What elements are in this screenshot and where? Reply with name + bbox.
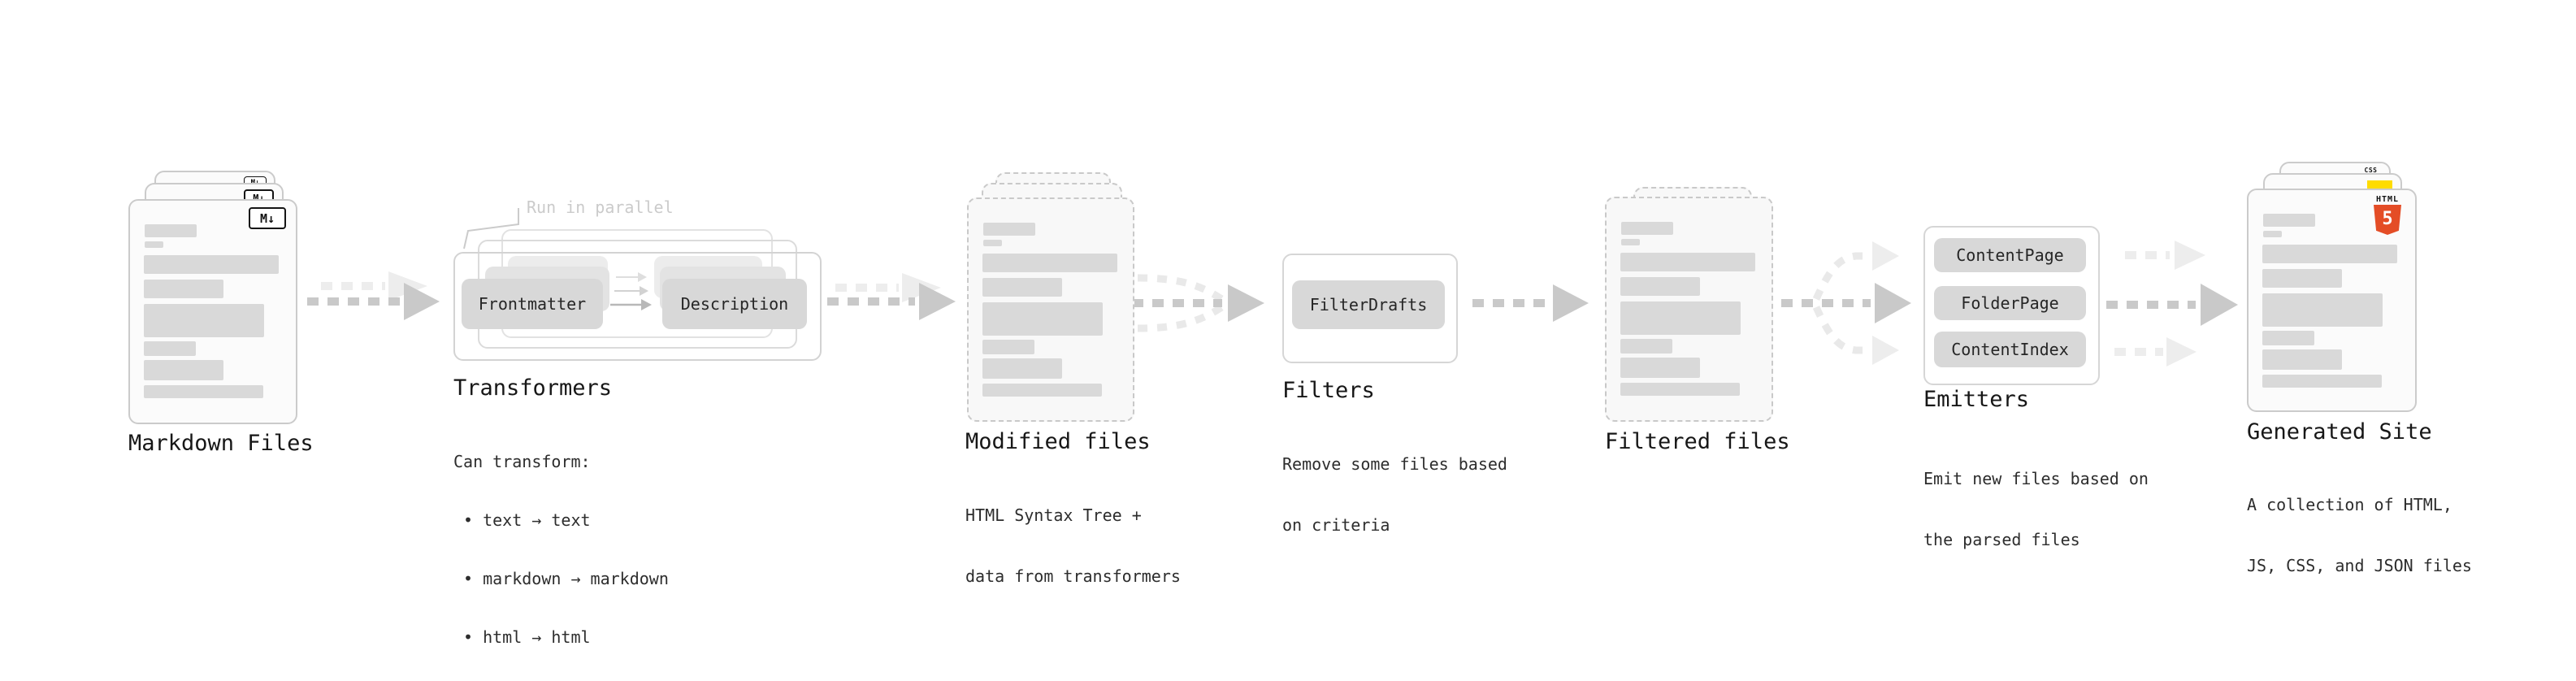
transformer-panel-front	[453, 252, 822, 361]
generated-html-file-card: HTML 5	[2247, 189, 2417, 412]
arrow-filtered-to-emitters	[1781, 241, 1911, 365]
stage-title-transformers: Transformers	[453, 375, 613, 401]
html5-icon-number: 5	[2382, 209, 2393, 229]
desc-line: on criteria	[1282, 515, 1390, 535]
contentpage-emitter-box: ContentPage	[1934, 238, 2086, 272]
filterdrafts-box: FilterDrafts	[1292, 280, 1445, 329]
html5-icon-shield: 5	[2374, 205, 2401, 235]
file-content-placeholder	[130, 201, 296, 423]
file-content-placeholder	[969, 199, 1133, 420]
arrow-filters-to-filtered	[1472, 284, 1589, 322]
text-line-bar	[2262, 331, 2314, 345]
arrow-emitters-to-generated	[2106, 241, 2238, 367]
folderpage-emitter-box: FolderPage	[1934, 286, 2086, 320]
run-in-parallel-label: Run in parallel	[527, 197, 674, 217]
text-line-bar	[982, 278, 1062, 297]
arrow-markdown-to-transformers	[307, 271, 440, 320]
text-line-bar	[144, 255, 279, 274]
text-line-bar	[1620, 383, 1740, 396]
text-line-bar	[983, 223, 1035, 236]
frontmatter-transformer-box: Frontmatter	[462, 279, 603, 329]
text-line-bar	[2263, 214, 2315, 227]
css-icon-label: CSS	[2364, 167, 2378, 174]
text-line-bar	[1621, 239, 1640, 245]
text-line-bar	[982, 384, 1102, 397]
transform-bullet: text → text	[453, 510, 669, 530]
text-line-bar	[982, 358, 1062, 379]
html5-icon: HTML 5	[2370, 195, 2405, 235]
text-line-bar	[1620, 301, 1741, 335]
stage-title-generated-site: Generated Site	[2247, 419, 2432, 445]
generated-site-description: A collection of HTML, JS, CSS, and JSON …	[2247, 454, 2472, 617]
arrow-transformers-to-modified	[827, 273, 956, 320]
text-line-bar	[2262, 269, 2342, 288]
text-line-bar	[1620, 339, 1672, 354]
html5-icon-label: HTML	[2375, 195, 2400, 204]
desc-line: Emit new files based on	[1923, 469, 2149, 488]
filtered-file-card-front	[1605, 197, 1773, 422]
text-line-bar	[2262, 293, 2383, 327]
stage-title-filters: Filters	[1282, 378, 1375, 403]
file-content-placeholder	[2249, 190, 2415, 410]
file-content-placeholder	[1607, 198, 1772, 420]
stage-title-emitters: Emitters	[1923, 387, 2030, 412]
text-line-bar	[2262, 245, 2397, 263]
stage-title-modified-files: Modified files	[965, 429, 1151, 454]
text-line-bar	[982, 340, 1034, 354]
text-line-bar	[982, 302, 1103, 336]
description-transformer-box: Description	[662, 279, 807, 329]
desc-line: A collection of HTML,	[2247, 495, 2452, 514]
text-line-bar	[145, 241, 163, 248]
text-line-bar	[1620, 358, 1700, 378]
text-line-bar	[2262, 375, 2382, 388]
filters-panel	[1282, 254, 1458, 363]
text-line-bar	[144, 385, 263, 398]
text-line-bar	[982, 254, 1117, 272]
desc-line: JS, CSS, and JSON files	[2247, 556, 2472, 575]
text-line-bar	[983, 240, 1002, 246]
transformers-description: Can transform: text → text markdown → ma…	[453, 413, 669, 681]
markdown-file-card-front: M↓	[128, 199, 297, 424]
text-line-bar	[145, 224, 197, 237]
desc-line: Remove some files based	[1282, 454, 1507, 474]
emitters-description: Emit new files based on the parsed files	[1923, 428, 2149, 591]
emitters-panel	[1923, 226, 2100, 385]
markdown-icon: M↓	[249, 207, 286, 229]
text-line-bar	[144, 280, 223, 298]
filters-description: Remove some files based on criteria	[1282, 414, 1507, 576]
transform-bullet: markdown → markdown	[453, 569, 669, 588]
text-line-bar	[2263, 231, 2282, 237]
arrow-modified-to-filters	[1132, 274, 1264, 332]
can-transform-label: Can transform:	[453, 452, 591, 471]
text-line-bar	[144, 341, 196, 356]
stage-title-filtered-files: Filtered files	[1605, 429, 1790, 454]
modified-file-card-front	[967, 197, 1134, 422]
modified-files-description: HTML Syntax Tree + data from transformer…	[965, 465, 1181, 627]
text-line-bar	[144, 360, 223, 380]
stage-title-markdown-files: Markdown Files	[128, 431, 314, 456]
text-line-bar	[144, 304, 264, 337]
contentindex-emitter-box: ContentIndex	[1934, 332, 2086, 367]
text-line-bar	[1620, 253, 1755, 271]
desc-line: HTML Syntax Tree +	[965, 505, 1142, 525]
text-line-bar	[1621, 222, 1673, 235]
desc-line: data from transformers	[965, 566, 1181, 586]
desc-line: the parsed files	[1923, 530, 2080, 549]
transform-bullet: html → html	[453, 627, 669, 647]
text-line-bar	[2262, 349, 2342, 370]
text-line-bar	[1620, 277, 1700, 296]
